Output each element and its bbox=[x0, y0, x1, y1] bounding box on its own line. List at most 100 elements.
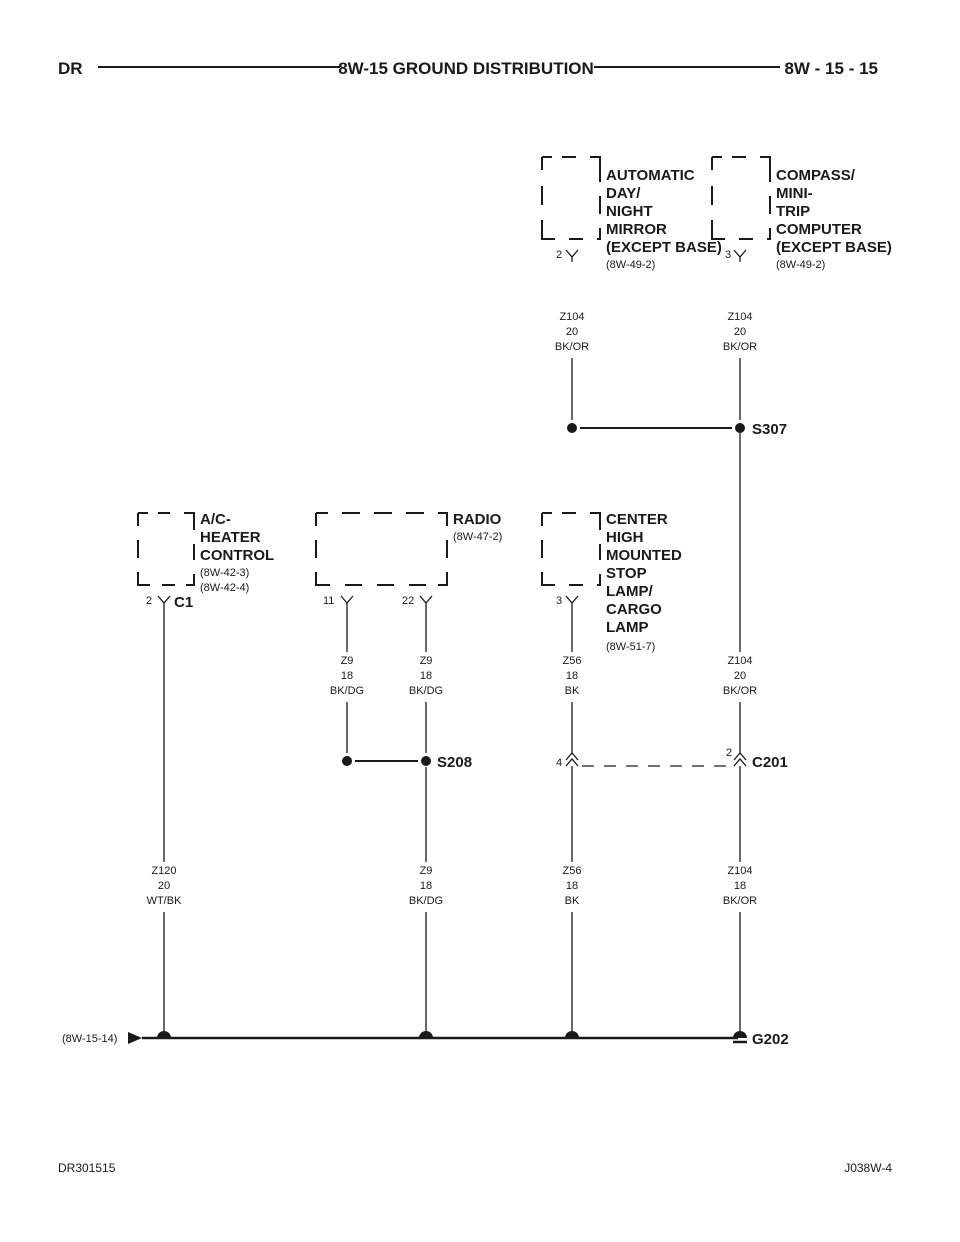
wire-circuit: Z120 bbox=[151, 865, 176, 877]
wire-color: BK/OR bbox=[723, 895, 757, 907]
component-name-line: LAMP/ bbox=[606, 583, 653, 600]
wire-color: WT/BK bbox=[147, 895, 182, 907]
header-section-code: DR bbox=[58, 59, 83, 78]
wire-gauge: 18 bbox=[566, 670, 578, 682]
component-name-line: (EXCEPT BASE) bbox=[776, 239, 892, 256]
wire-circuit: Z104 bbox=[727, 311, 752, 323]
ground-eyelet-icon bbox=[565, 1031, 579, 1038]
wire-color: BK bbox=[565, 685, 580, 697]
component-reference: (8W-42-4) bbox=[200, 582, 249, 594]
connector-label: C1 bbox=[174, 594, 193, 611]
connector-pin-symbol bbox=[565, 249, 579, 262]
wire-c201-z104-ground: Z104 18 BK/OR bbox=[723, 766, 757, 1032]
header-page-number: 8W - 15 - 15 bbox=[784, 59, 878, 78]
wire-gauge: 20 bbox=[566, 326, 578, 338]
pin-number: 22 bbox=[402, 595, 414, 607]
connector-pin-symbol bbox=[565, 752, 579, 767]
component-reference: (8W-42-3) bbox=[200, 567, 249, 579]
wire-circuit: Z9 bbox=[420, 655, 433, 667]
connector-pin-symbol bbox=[565, 595, 579, 608]
wire-mirror-ground: Z104 20 BK/OR bbox=[555, 311, 589, 420]
connector-label: C201 bbox=[752, 754, 788, 771]
component-name-line: HIGH bbox=[606, 529, 644, 546]
continuation-arrow-icon bbox=[128, 1032, 142, 1044]
component-name-line: CENTER bbox=[606, 511, 668, 528]
component-name-line: COMPASS/ bbox=[776, 167, 856, 184]
splice-label: S307 bbox=[752, 421, 787, 438]
ground-continuation-reference: (8W-15-14) bbox=[62, 1033, 117, 1045]
component-reference: (8W-47-2) bbox=[453, 531, 502, 543]
splice-label: S208 bbox=[437, 754, 472, 771]
pin-number: 2 bbox=[146, 595, 152, 607]
wire-gauge: 20 bbox=[158, 880, 170, 892]
wire-s307-to-c201: Z104 20 BK/OR bbox=[723, 433, 757, 753]
wire-color: BK/DG bbox=[409, 685, 443, 697]
pin-number: 4 bbox=[556, 757, 562, 769]
wire-color: BK/OR bbox=[723, 685, 757, 697]
component-reference: (8W-51-7) bbox=[606, 641, 655, 653]
component-reference: (8W-49-2) bbox=[776, 259, 825, 271]
wire-gauge: 18 bbox=[420, 670, 432, 682]
wire-radio-pin-11: Z9 18 BK/DG bbox=[330, 608, 364, 753]
footer-figure-id: DR301515 bbox=[58, 1161, 116, 1175]
wire-circuit: Z9 bbox=[420, 865, 433, 877]
wire-gauge: 18 bbox=[420, 880, 432, 892]
component-name-line: TRIP bbox=[776, 203, 810, 220]
component-name-line: CARGO bbox=[606, 601, 662, 618]
wire-chmsl-ground: Z56 18 BK bbox=[563, 608, 582, 753]
header-title: 8W-15 GROUND DISTRIBUTION bbox=[338, 59, 594, 78]
ground-eyelet-icon bbox=[157, 1031, 171, 1038]
component-outline bbox=[137, 512, 195, 586]
pin-number: 3 bbox=[725, 249, 731, 261]
pin-number: 11 bbox=[323, 595, 334, 607]
component-name-line: MOUNTED bbox=[606, 547, 682, 564]
component-name-line: COMPUTER bbox=[776, 221, 862, 238]
ground-g202: (8W-15-14) G202 bbox=[62, 1031, 789, 1048]
wire-circuit: Z56 bbox=[563, 865, 582, 877]
connector-c201: 4 2 C201 bbox=[556, 747, 788, 771]
page-header: DR 8W-15 GROUND DISTRIBUTION 8W - 15 - 1… bbox=[58, 59, 878, 78]
connector-pin-symbol bbox=[733, 249, 747, 262]
connector-pin-symbol bbox=[419, 595, 433, 608]
connector-pin-symbol bbox=[733, 752, 747, 767]
component-reference: (8W-49-2) bbox=[606, 259, 655, 271]
component-ac-heater-control: A/C- HEATER CONTROL (8W-42-3) (8W-42-4) … bbox=[137, 511, 274, 611]
wire-c201-z56-ground: Z56 18 BK bbox=[563, 766, 582, 1032]
wire-circuit: Z56 bbox=[563, 655, 582, 667]
component-name-line: CONTROL bbox=[200, 547, 274, 564]
wire-gauge: 18 bbox=[341, 670, 353, 682]
wire-gauge: 20 bbox=[734, 670, 746, 682]
wire-circuit: Z104 bbox=[559, 311, 584, 323]
splice-dot bbox=[735, 423, 745, 433]
component-name-line: DAY/ bbox=[606, 185, 641, 202]
component-outline bbox=[541, 156, 601, 240]
component-name-line: A/C- bbox=[200, 511, 231, 528]
wire-circuit: Z9 bbox=[341, 655, 354, 667]
wire-ac-ground: Z120 20 WT/BK bbox=[147, 608, 182, 1032]
component-name-line: STOP bbox=[606, 565, 647, 582]
ground-eyelet-icon bbox=[733, 1031, 747, 1038]
wire-color: BK/DG bbox=[409, 895, 443, 907]
wire-gauge: 18 bbox=[734, 880, 746, 892]
component-outline bbox=[541, 512, 601, 586]
pin-number: 3 bbox=[556, 595, 562, 607]
connector-pin-symbol bbox=[340, 595, 354, 608]
splice-s208: S208 bbox=[342, 754, 472, 771]
component-outline bbox=[315, 512, 448, 586]
wire-s208-ground: Z9 18 BK/DG bbox=[409, 767, 443, 1032]
wire-circuit: Z104 bbox=[727, 655, 752, 667]
component-compass-mini-trip-computer: COMPASS/ MINI- TRIP COMPUTER (EXCEPT BAS… bbox=[711, 156, 892, 271]
pin-number: 2 bbox=[726, 747, 732, 759]
wire-color: BK/OR bbox=[723, 341, 757, 353]
wire-color: BK/DG bbox=[330, 685, 364, 697]
pin-number: 2 bbox=[556, 249, 562, 261]
wire-gauge: 20 bbox=[734, 326, 746, 338]
page-footer: DR301515 J038W-4 bbox=[58, 1161, 892, 1175]
component-name-line: MINI- bbox=[776, 185, 813, 202]
splice-dot bbox=[342, 756, 352, 766]
component-name-line: NIGHT bbox=[606, 203, 653, 220]
splice-dot bbox=[421, 756, 431, 766]
component-name-line: (EXCEPT BASE) bbox=[606, 239, 722, 256]
component-name-line: RADIO bbox=[453, 511, 502, 528]
